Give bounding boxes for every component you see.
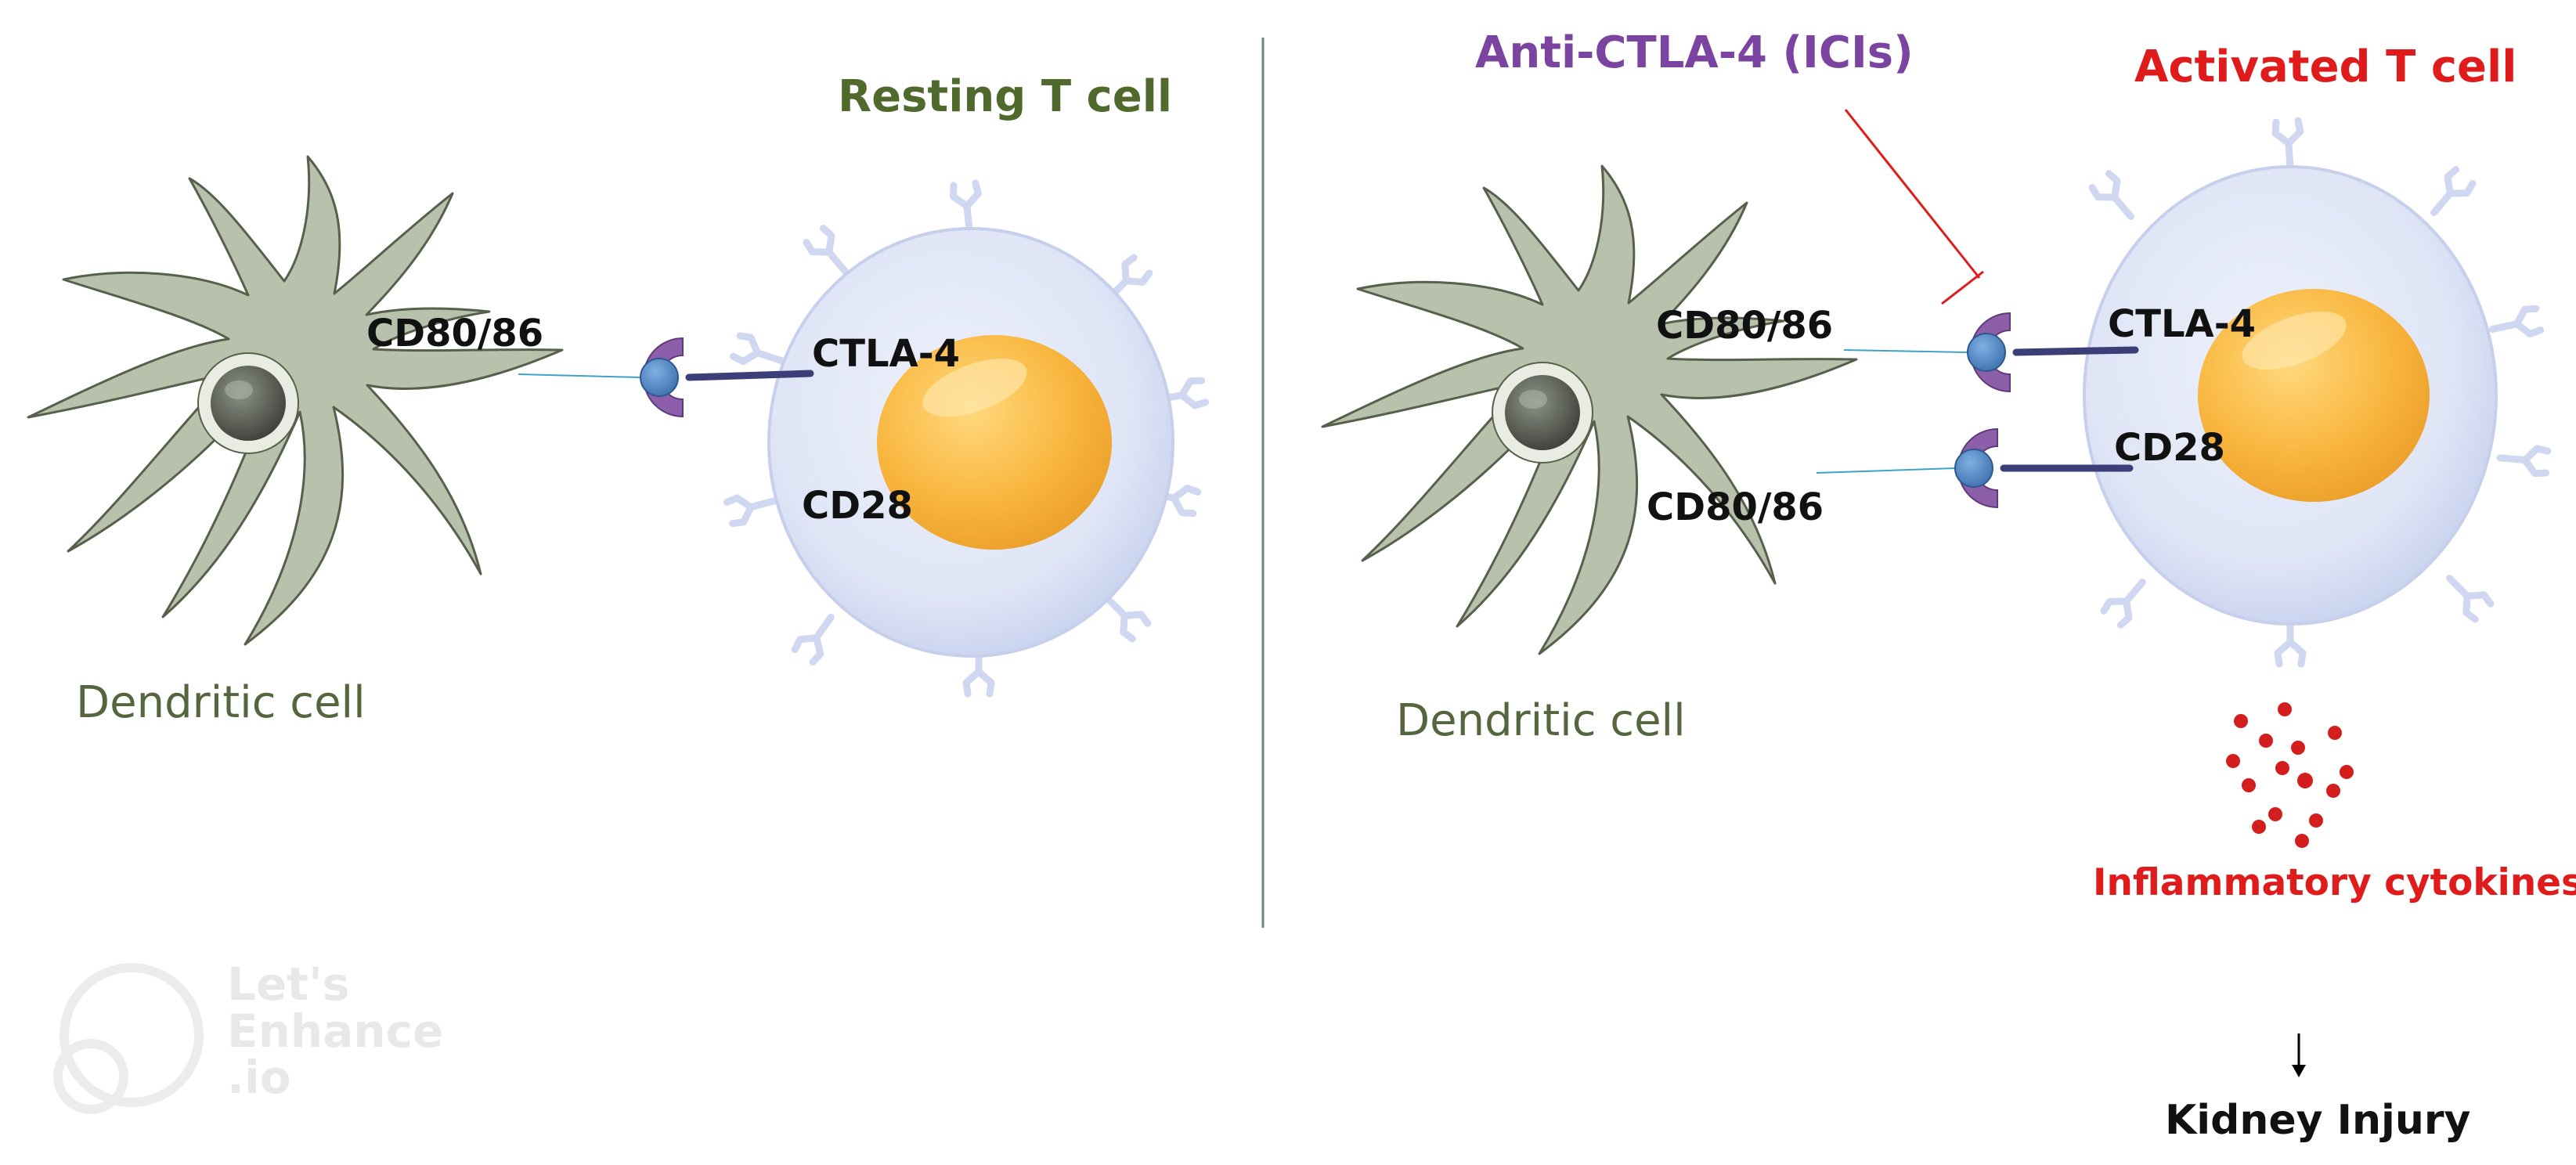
left-receptor-complex bbox=[518, 337, 814, 418]
ligand-connector bbox=[1816, 467, 1956, 474]
receptor-stalk bbox=[685, 370, 814, 381]
left-t-cell bbox=[727, 183, 1206, 694]
ligand-connector bbox=[518, 373, 641, 378]
ligand-ball-icon bbox=[1967, 333, 2006, 372]
right-dendritic-cell bbox=[1321, 164, 1858, 655]
receptor-stalk bbox=[2012, 346, 2139, 356]
ligand-connector bbox=[1843, 349, 1968, 353]
left-dendritic-cell bbox=[27, 155, 564, 646]
ligand-ball-icon bbox=[640, 358, 679, 397]
dendritic-nucleus-icon bbox=[211, 366, 286, 441]
right-t-cell bbox=[2083, 121, 2548, 664]
cytokine-dots-icon bbox=[2226, 702, 2354, 848]
right-ctla4-complex bbox=[1843, 312, 2139, 393]
watermark-logo-icon bbox=[53, 963, 204, 1114]
right-ligand-top-label: CD80/86 bbox=[1656, 304, 1834, 348]
left-ctla4-label: CTLA-4 bbox=[812, 332, 961, 376]
right-ctla4-label: CTLA-4 bbox=[2108, 302, 2257, 346]
watermark-text: Let's Enhance .io bbox=[227, 958, 444, 1105]
ligand-ball-icon bbox=[1954, 449, 1993, 488]
right-cd28-label: CD28 bbox=[2114, 426, 2225, 470]
right-dendritic-cell-label: Dendritic cell bbox=[1396, 695, 1686, 746]
down-arrow-icon bbox=[2292, 1033, 2306, 1077]
cytokines-label: Inflammatory cytokines bbox=[2093, 861, 2576, 904]
resting-t-cell-title: Resting T cell bbox=[838, 71, 1173, 122]
kidney-injury-label: Kidney Injury bbox=[2165, 1097, 2471, 1144]
left-dendritic-cell-label: Dendritic cell bbox=[76, 677, 366, 728]
right-cd28-complex bbox=[1816, 427, 2134, 509]
left-cd28-label: CD28 bbox=[802, 484, 913, 528]
right-ligand-bottom-label: CD80/86 bbox=[1647, 485, 1824, 529]
inhibition-icon bbox=[1844, 109, 1984, 305]
activated-t-cell-title: Activated T cell bbox=[2134, 41, 2517, 92]
anti-ctla4-label: Anti-CTLA-4 (ICIs) bbox=[1475, 27, 1914, 78]
left-ligand-label: CD80/86 bbox=[366, 312, 544, 355]
dendritic-nucleus-icon bbox=[1505, 375, 1580, 450]
